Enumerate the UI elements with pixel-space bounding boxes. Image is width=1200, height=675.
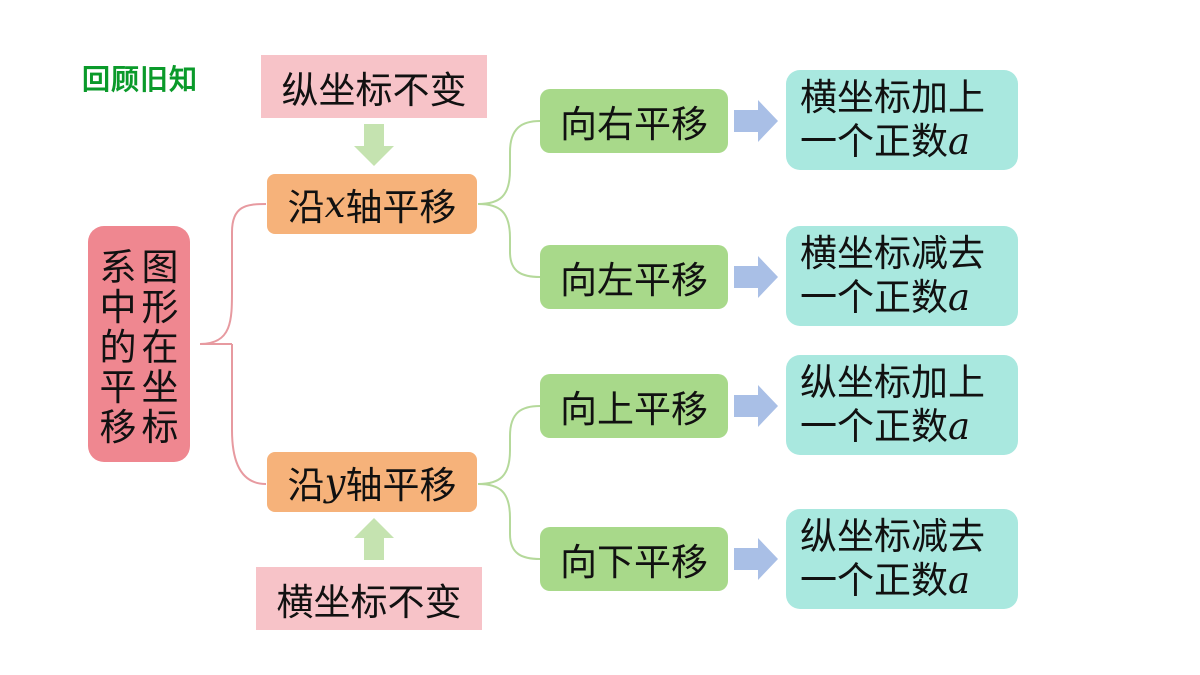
a-variable: a xyxy=(948,276,971,319)
x-variable: x xyxy=(324,182,346,226)
root-column-left: 系 中 的 平 移 xyxy=(96,248,140,448)
up-arrow xyxy=(354,518,394,560)
root-char: 图 xyxy=(141,246,179,289)
y-variable: y xyxy=(324,460,346,504)
result-y-minus: 纵坐标减去 一个正数a xyxy=(786,509,1018,609)
result-x-plus: 横坐标加上 一个正数a xyxy=(786,70,1018,170)
result-line-1: 横坐标减去 xyxy=(800,232,985,275)
y-axis-prefix: 沿 xyxy=(287,464,325,507)
right-arrow xyxy=(734,385,778,427)
x-brace xyxy=(477,120,541,278)
root-char: 的 xyxy=(99,326,137,369)
result-line-2: 一个正数a xyxy=(800,559,971,602)
y-axis-suffix: 轴平移 xyxy=(345,464,457,507)
a-variable: a xyxy=(948,120,971,163)
right-arrow xyxy=(734,100,778,142)
result-line-1: 横坐标加上 xyxy=(800,76,985,119)
a-variable: a xyxy=(948,405,971,448)
root-char: 形 xyxy=(141,286,179,329)
x-axis-prefix: 沿 xyxy=(287,186,325,229)
move-left: 向左平移 xyxy=(540,245,728,309)
root-node: 系 中 的 平 移 图 形 在 坐 标 xyxy=(88,226,190,462)
result-y-plus: 纵坐标加上 一个正数a xyxy=(786,355,1018,455)
result-x-minus: 横坐标减去 一个正数a xyxy=(786,226,1018,326)
root-char: 中 xyxy=(99,286,137,329)
result-line-2: 一个正数a xyxy=(800,276,971,319)
root-column-right: 图 形 在 坐 标 xyxy=(138,248,182,448)
root-brace xyxy=(199,203,267,485)
result-line-1: 纵坐标减去 xyxy=(800,515,985,558)
move-down: 向下平移 xyxy=(540,527,728,591)
root-char: 平 xyxy=(99,366,137,409)
x-axis-suffix: 轴平移 xyxy=(345,186,457,229)
right-arrow xyxy=(734,256,778,298)
down-arrow xyxy=(354,124,394,166)
root-char: 标 xyxy=(141,406,179,449)
a-variable: a xyxy=(948,559,971,602)
note-y-unchanged: 纵坐标不变 xyxy=(261,55,487,118)
result-line-1: 纵坐标加上 xyxy=(800,361,985,404)
root-char: 系 xyxy=(99,246,137,289)
result-line-2: 一个正数a xyxy=(800,405,971,448)
root-char: 移 xyxy=(99,406,137,449)
root-char: 在 xyxy=(141,326,179,369)
root-char: 坐 xyxy=(141,366,179,409)
move-right: 向右平移 xyxy=(540,89,728,153)
note-x-unchanged: 横坐标不变 xyxy=(256,567,482,630)
result-line-2: 一个正数a xyxy=(800,120,971,163)
move-up: 向上平移 xyxy=(540,374,728,438)
page-title: 回顾旧知 xyxy=(82,63,199,96)
right-arrow xyxy=(734,538,778,580)
y-brace xyxy=(477,405,541,560)
